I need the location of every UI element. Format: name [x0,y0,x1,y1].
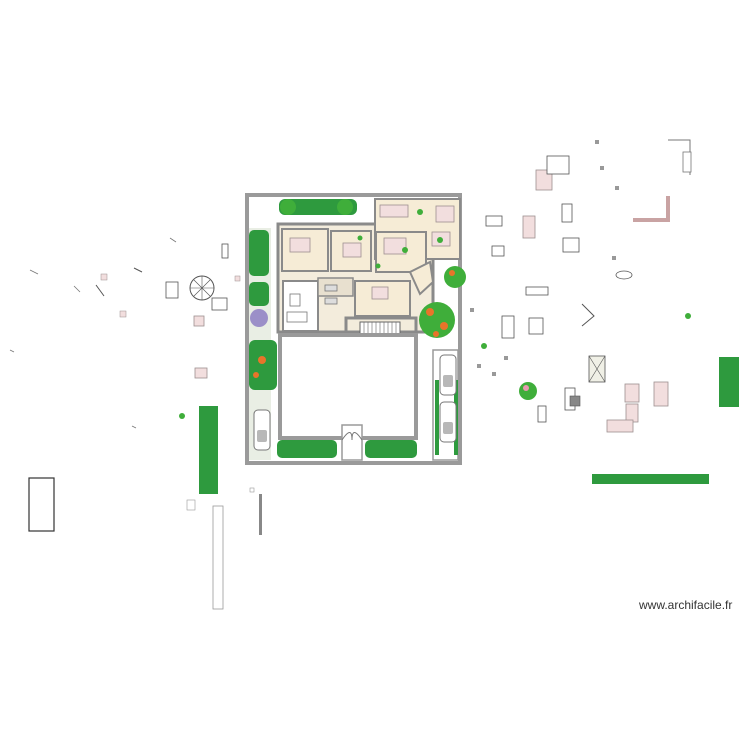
car-icon [439,401,457,443]
entrance-path [341,424,363,461]
parasol-icon [189,275,215,301]
furniture-item [165,281,179,299]
tree-icon [519,382,537,400]
stairs-icon [546,155,570,175]
furniture-item [211,297,228,311]
armchair [435,205,455,223]
bed [383,237,407,255]
kitchen-table [371,286,389,300]
hedge [249,340,277,390]
bathroom [282,280,319,332]
hedge [249,230,269,276]
car-icon [439,354,457,396]
courtyard [278,333,418,461]
stairs-icon [359,321,401,337]
shrub-icon [280,199,296,215]
bench [212,505,224,610]
pool [28,477,55,532]
stairs-icon [525,286,549,296]
table [615,270,633,280]
bed [342,242,362,258]
house [276,198,461,356]
bathtub [286,311,308,323]
garden-planting [249,199,466,458]
shrub-icon [337,199,353,215]
hedge [279,199,357,215]
toilet [289,293,301,307]
hedge [199,406,218,494]
hedge [365,440,417,458]
hedge [719,357,739,407]
shrub-icon [179,413,185,419]
gate [341,432,363,441]
tree-icon [419,302,455,338]
hedge [592,474,709,484]
bed [289,237,311,253]
tree-icon [444,266,466,288]
table [379,204,409,218]
hedge [277,440,337,458]
shrub-icon [250,309,268,327]
watermark: www.archifacile.fr [639,598,733,612]
hedge [249,282,269,306]
car-icon [253,409,271,451]
